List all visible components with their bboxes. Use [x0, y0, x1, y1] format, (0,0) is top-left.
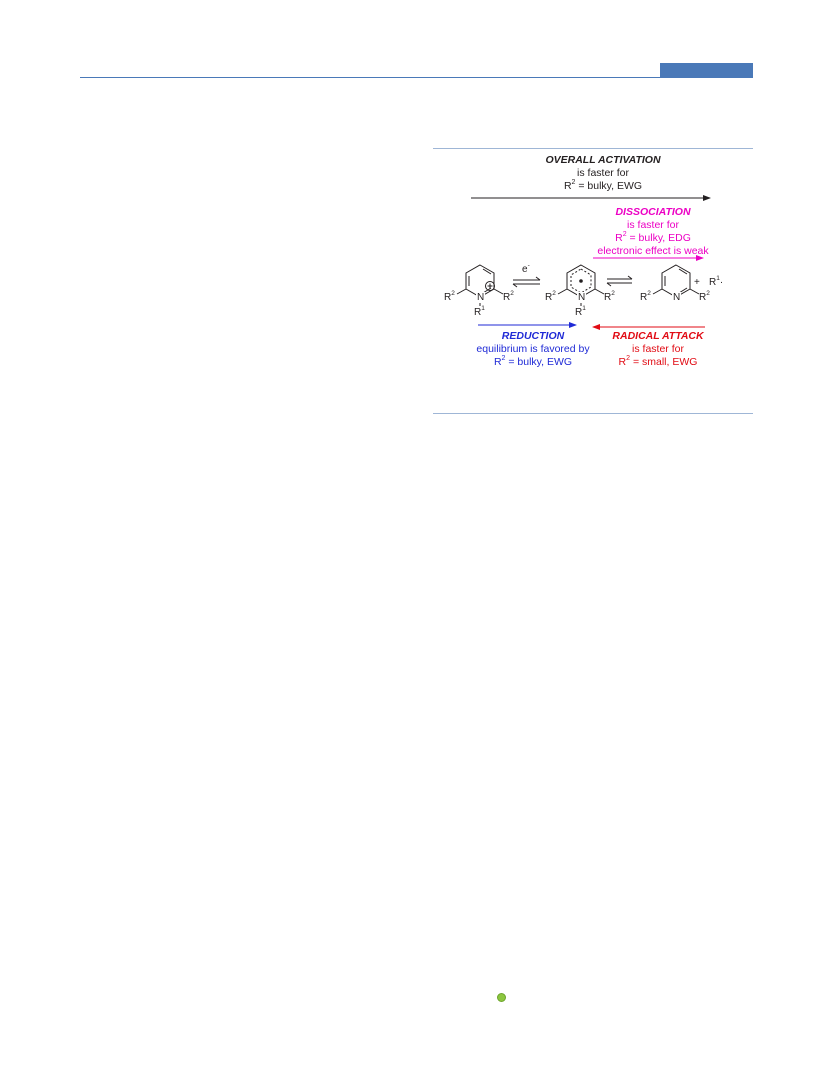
- radical-r2-left: R2: [545, 289, 556, 303]
- overall-line2: R2 = bulky, EWG: [563, 178, 643, 193]
- radical-attack-heading: RADICAL ATTACK: [612, 330, 704, 342]
- overall-activation-label: OVERALL ACTIVATION is faster for R2 = bu…: [493, 154, 713, 193]
- reaction-scheme: OVERALL ACTIVATION is faster for R2 = bu…: [433, 148, 753, 414]
- pyridine-r2-left: R2: [640, 289, 651, 303]
- figure-top-rule: [433, 148, 753, 149]
- pyridinium-structure: [456, 264, 504, 306]
- header-tab: [660, 63, 753, 78]
- radical-attack-line2: R2 = small, EWG: [618, 354, 698, 369]
- radical-n: N: [577, 292, 587, 303]
- pyridinium-r2-left: R2: [444, 289, 455, 303]
- reduction-line2: R2 = bulky, EWG: [493, 354, 573, 369]
- pyridine-n: N: [672, 292, 682, 303]
- dissociation-equilibrium: [606, 275, 633, 287]
- electron-label: e-: [522, 261, 530, 275]
- pyridinium-r2-right: R2: [503, 289, 514, 303]
- pyridinium-n: N: [476, 292, 486, 303]
- dissociation-line2: R2 = bulky, EDG: [615, 230, 691, 245]
- dissociation-heading: DISSOCIATION: [615, 206, 691, 218]
- figure-bottom-rule: [433, 413, 753, 414]
- reduction-line1: equilibrium is favored by: [476, 343, 590, 355]
- header-rule: [80, 77, 753, 78]
- reduction-label: REDUCTION equilibrium is favored by R2 =…: [463, 330, 603, 369]
- dissociation-line3: electronic effect is weak: [597, 245, 709, 257]
- radical-attack-line1: is faster for: [632, 343, 684, 355]
- dissociation-label: DISSOCIATION is faster for R2 = bulky, E…: [588, 206, 718, 258]
- pyridine-r2-right: R2: [699, 289, 710, 303]
- pyridinium-r1: R1: [474, 304, 485, 318]
- radical-r2-right: R2: [604, 289, 615, 303]
- page-marker-dot: [497, 993, 506, 1002]
- overall-line1: is faster for: [577, 167, 629, 179]
- electron-transfer-equilibrium: [512, 276, 541, 288]
- dissociation-line1: is faster for: [627, 219, 679, 231]
- reduction-heading: REDUCTION: [501, 330, 565, 342]
- overall-heading: OVERALL ACTIVATION: [545, 154, 661, 166]
- r1-radical: R1·: [709, 274, 724, 288]
- radical-r1: R1: [575, 304, 586, 318]
- radical-attack-label: RADICAL ATTACK is faster for R2 = small,…: [593, 330, 723, 369]
- plus-sign: +: [694, 277, 700, 288]
